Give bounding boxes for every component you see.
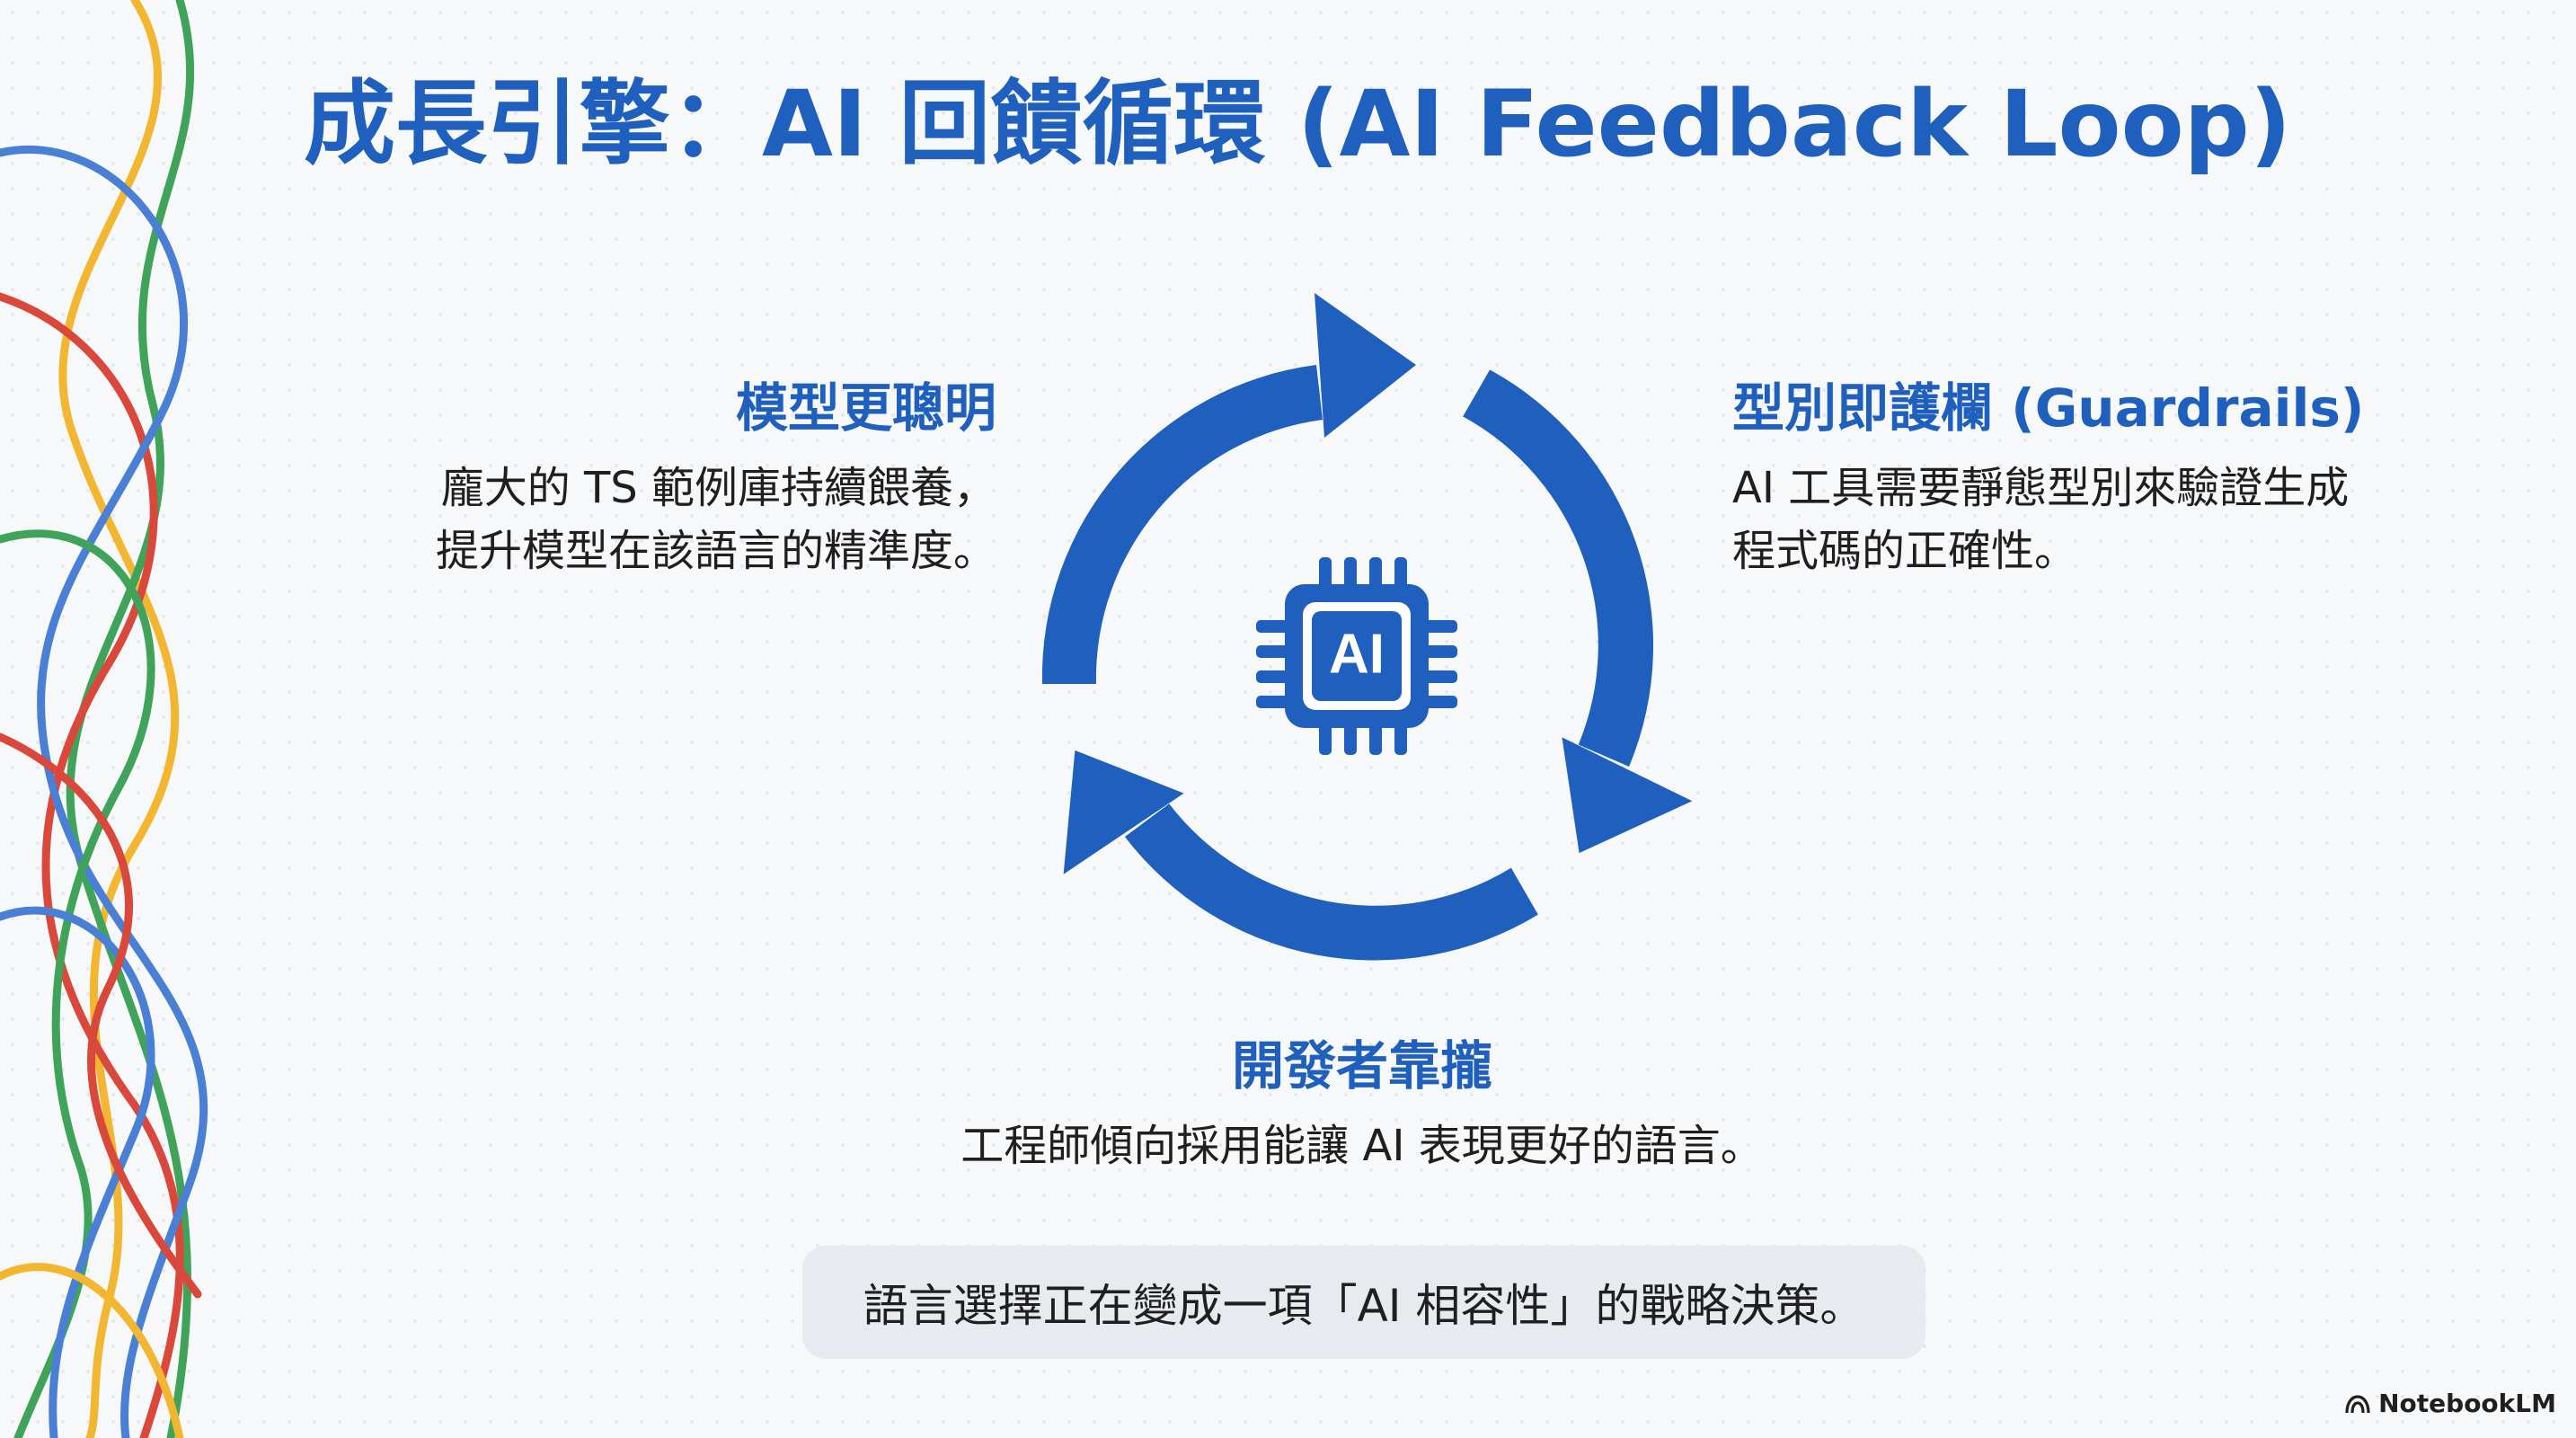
label-guardrails-line-2: 程式碼的正確性。 xyxy=(1732,526,2078,576)
label-smarter-models-title: 模型更聰明 xyxy=(735,377,996,439)
ai-chip-label: AI xyxy=(1329,623,1385,685)
decorative-strands xyxy=(0,0,208,1438)
notebooklm-watermark: NotebookLM xyxy=(2344,1389,2556,1418)
cycle-arrows xyxy=(1041,293,1693,961)
notebooklm-brand-name: NotebookLM xyxy=(2378,1389,2556,1418)
label-developer-adoption-title: 開發者靠攏 xyxy=(1231,1035,1492,1096)
page-title: 成長引擎：AI 回饋循環 (AI Feedback Loop) xyxy=(304,71,2292,178)
label-guardrails-body: AI 工具需要靜態型別來驗證生成 程式碼的正確性。 xyxy=(1732,457,2349,582)
ai-chip-icon: AI xyxy=(1256,557,1457,755)
label-developer-adoption-body: 工程師傾向採用能讓 AI 表現更好的語言。 xyxy=(0,1114,2576,1177)
label-smarter-models-line-2: 提升模型在該語言的精準度。 xyxy=(435,526,996,576)
strategy-callout-text: 語言選擇正在變成一項「AI 相容性」的戰略決策。 xyxy=(863,1280,1865,1332)
label-smarter-models-body: 龐大的 TS 範例庫持續餵養， 提升模型在該語言的精準度。 xyxy=(436,457,996,582)
label-guardrails-title: 型別即護欄 (Guardrails) xyxy=(1732,377,2365,439)
label-smarter-models-line-1: 龐大的 TS 範例庫持續餵養， xyxy=(440,463,996,513)
label-developer-adoption-line-1: 工程師傾向採用能讓 AI 表現更好的語言。 xyxy=(960,1121,1764,1171)
cycle-arrow-right xyxy=(1463,369,1693,854)
label-guardrails-line-1: AI 工具需要靜態型別來驗證生成 xyxy=(1732,463,2350,513)
cycle-arrow-top xyxy=(1041,293,1416,684)
strategy-callout: 語言選擇正在變成一項「AI 相容性」的戰略決策。 xyxy=(802,1246,1925,1359)
notebooklm-logo-icon xyxy=(2345,1394,2370,1413)
cycle-arrow-bottom xyxy=(1063,750,1538,961)
